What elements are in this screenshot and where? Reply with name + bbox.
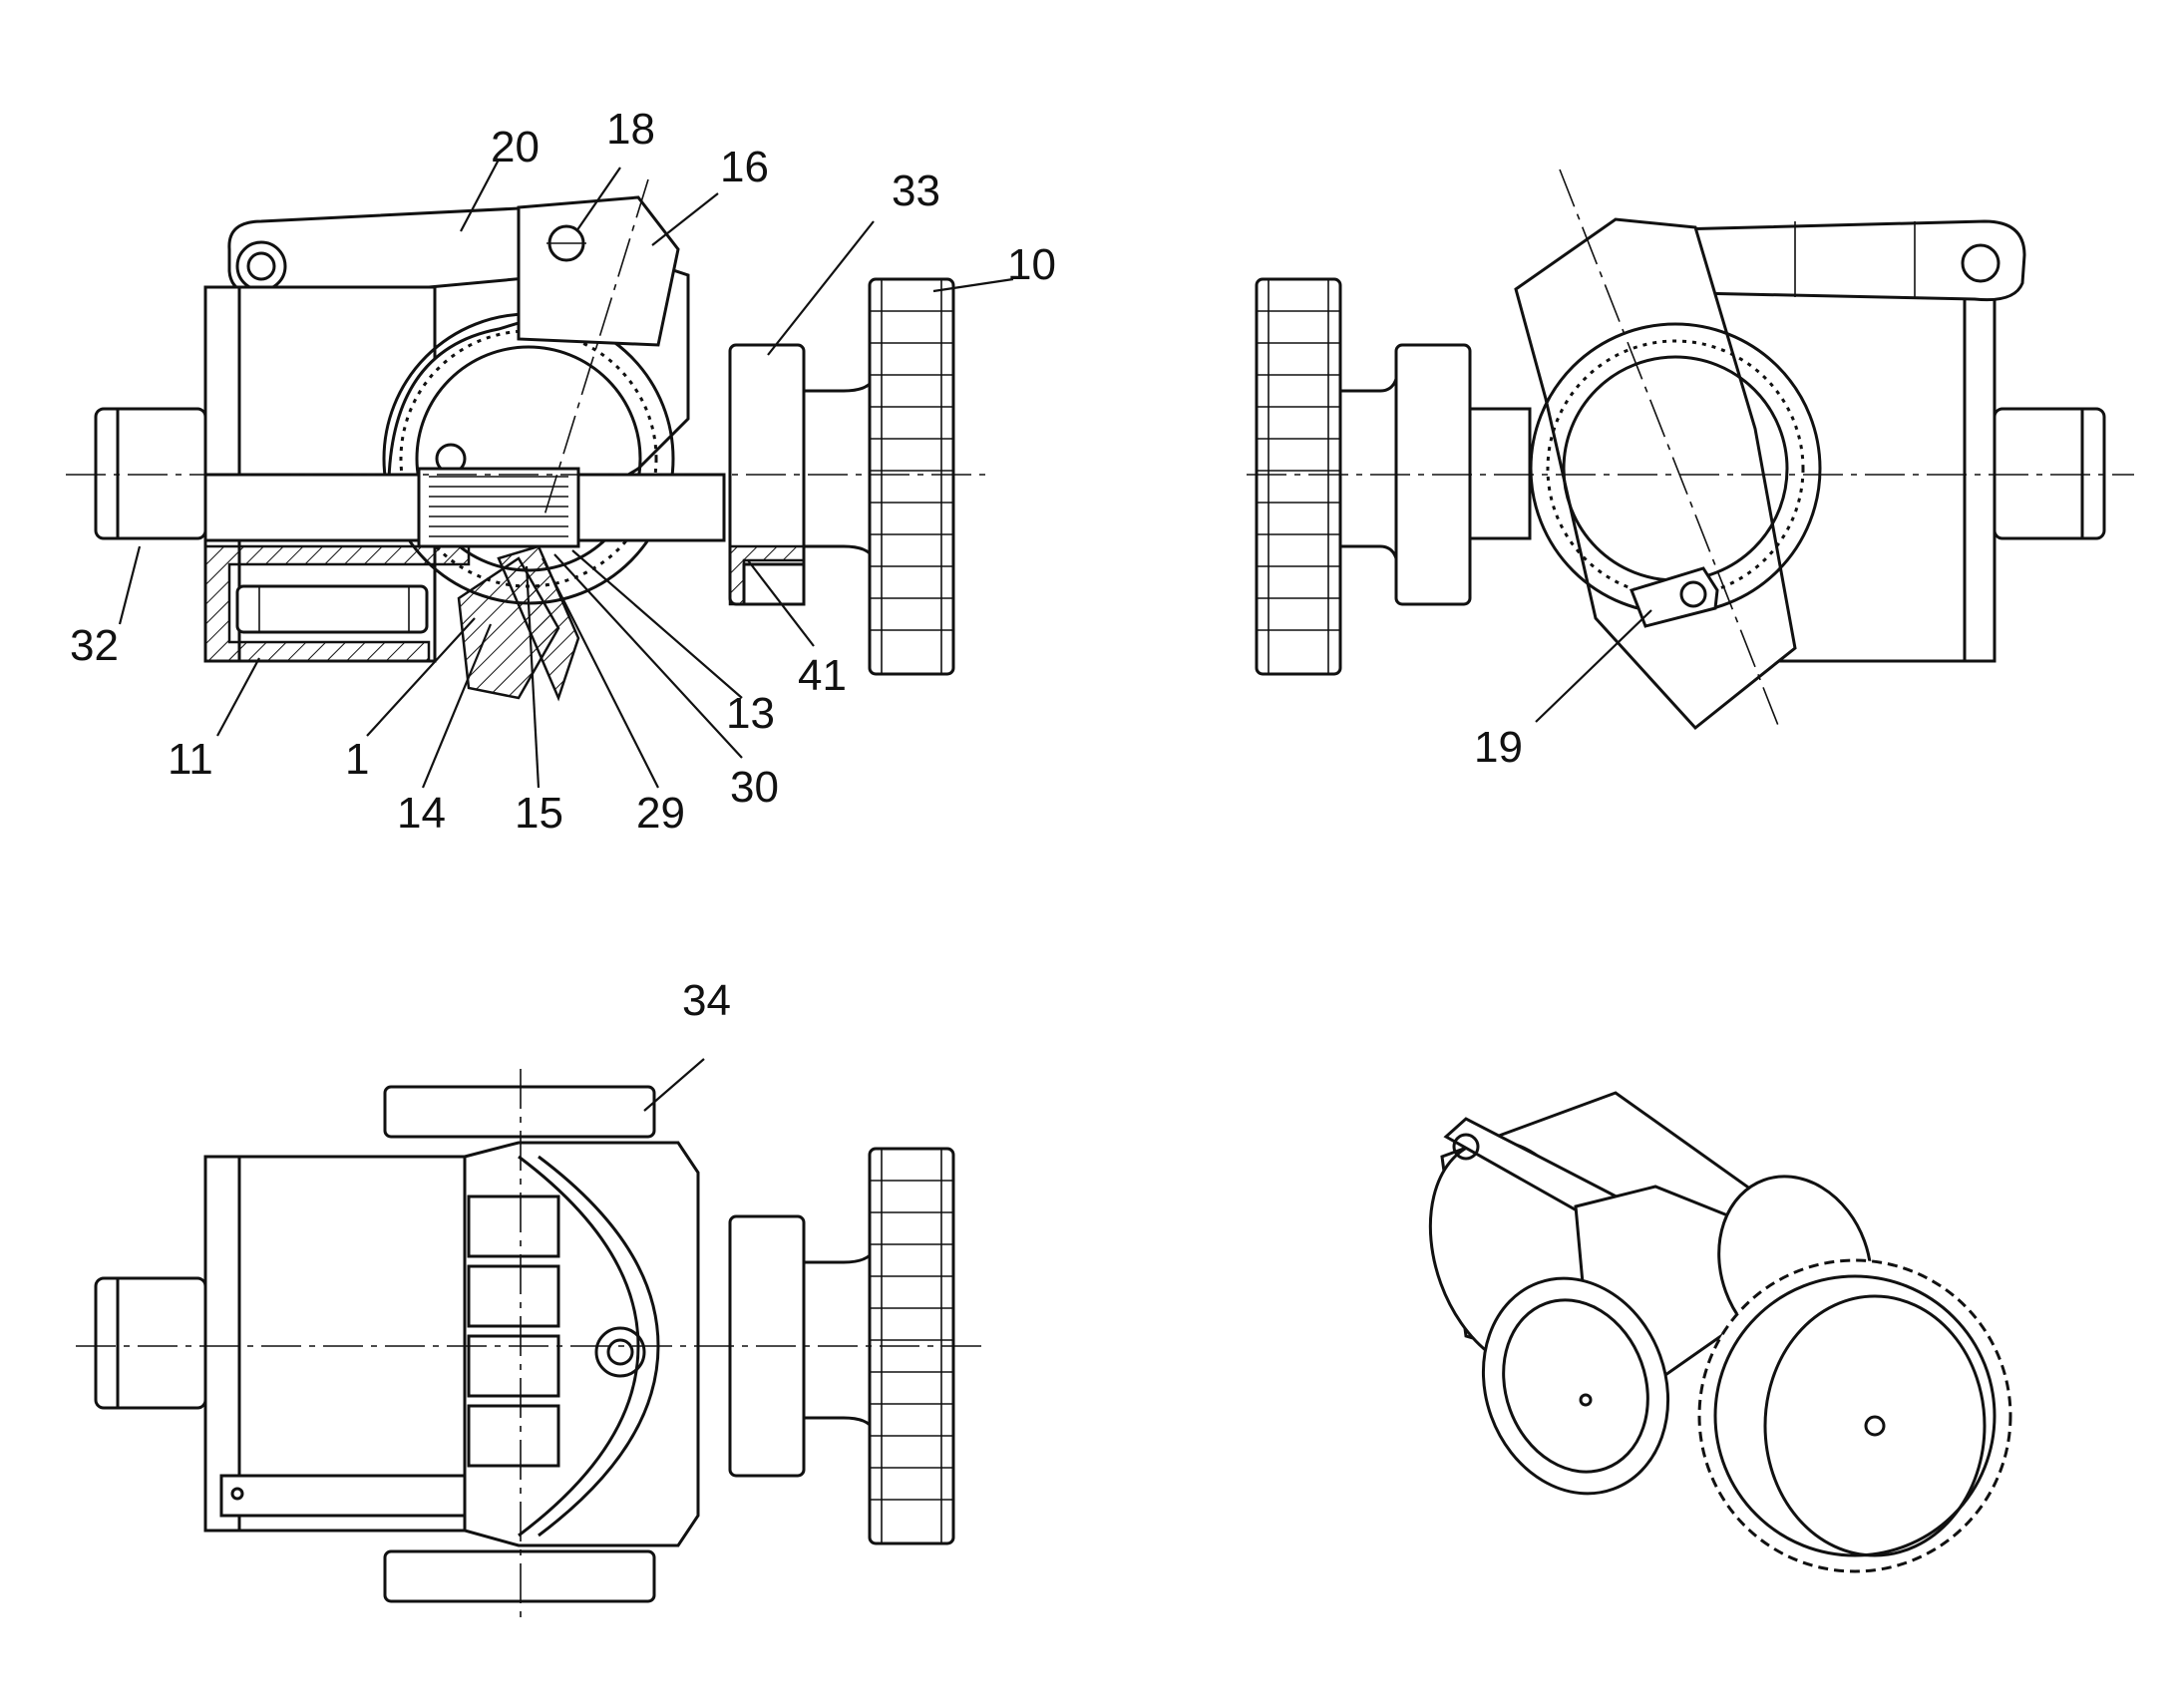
view-sectional [66, 178, 987, 702]
label-14: 14 [397, 789, 446, 838]
view-isometric [1428, 1091, 2012, 1573]
roller-bottom [383, 1549, 656, 1603]
label-16: 16 [720, 143, 769, 191]
spline [417, 467, 580, 548]
leaders-view-1 [118, 159, 1014, 789]
label-34: 34 [682, 976, 731, 1025]
label-33: 33 [892, 167, 940, 215]
label-13: 13 [726, 689, 775, 738]
view-elevation [1247, 169, 2134, 731]
gear-iso [1697, 1258, 2012, 1573]
label-15: 15 [515, 789, 563, 838]
label-41: 41 [798, 651, 847, 700]
label-30: 30 [730, 763, 779, 812]
label-32: 32 [70, 621, 119, 670]
sleeve-section [203, 544, 471, 663]
label-10: 10 [1007, 240, 1056, 289]
labels: 20 18 16 33 10 32 11 1 14 15 29 30 13 41… [70, 105, 1523, 1025]
label-11: 11 [168, 735, 213, 784]
label-18: 18 [606, 105, 655, 154]
view-plan [76, 1058, 987, 1621]
label-19: 19 [1474, 723, 1523, 772]
piston [235, 584, 429, 634]
label-1: 1 [345, 735, 369, 784]
label-29: 29 [636, 789, 685, 838]
label-20: 20 [491, 123, 540, 171]
roller-34 [383, 1085, 656, 1139]
